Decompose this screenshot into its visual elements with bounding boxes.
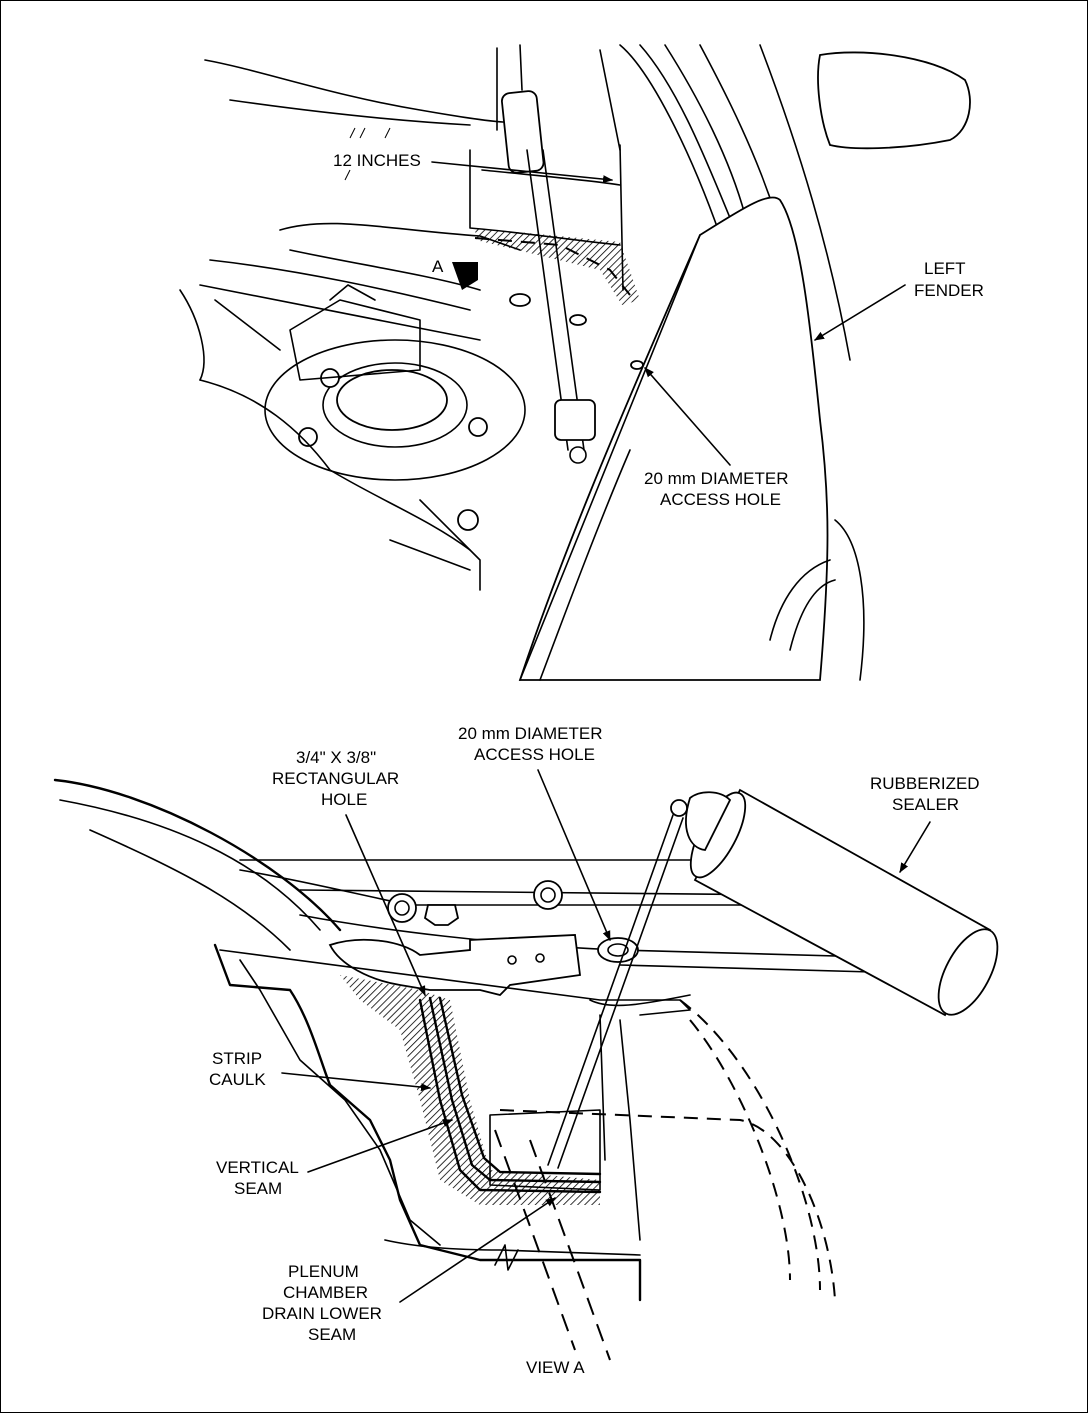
label-12-inches: 12 INCHES [333,151,421,170]
label-strip-caulk-line2: CAULK [209,1070,266,1089]
label-sealer-line2: SEALER [892,795,959,814]
label-plenum-line3: DRAIN LOWER [262,1304,382,1323]
sealer-can [670,788,999,1017]
label-rect-hole-line3: HOLE [321,790,367,809]
label-left-fender-line1: LEFT [924,259,966,278]
label-access-hole-top-line1: 20 mm DIAMETER [644,469,789,488]
label-a: A [432,257,444,276]
label-access-hole-top-line2: ACCESS HOLE [660,490,781,509]
label-plenum-line4: SEAM [308,1325,356,1344]
label-plenum-line2: CHAMBER [283,1283,368,1302]
label-view-a: VIEW A [526,1358,585,1377]
label-rect-hole-line2: RECTANGULAR [272,769,399,788]
label-rect-hole-line1: 3/4" X 3/8" [296,748,376,767]
label-access-hole-bottom-line2: ACCESS HOLE [474,745,595,764]
label-vertical-seam-line1: VERTICAL [216,1158,299,1177]
top-view: A 12 INCHES LEFT FENDER [179,44,984,681]
label-left-fender-line2: FENDER [914,281,984,300]
label-vertical-seam-line2: SEAM [234,1179,282,1198]
bottom-view: 20 mm DIAMETER ACCESS HOLE 3/4" X 3/8" R… [53,724,999,1377]
label-access-hole-bottom-line1: 20 mm DIAMETER [458,724,603,743]
label-plenum-line1: PLENUM [288,1262,359,1281]
label-sealer-line1: RUBBERIZED [870,774,980,793]
label-strip-caulk-line1: STRIP [212,1049,262,1068]
